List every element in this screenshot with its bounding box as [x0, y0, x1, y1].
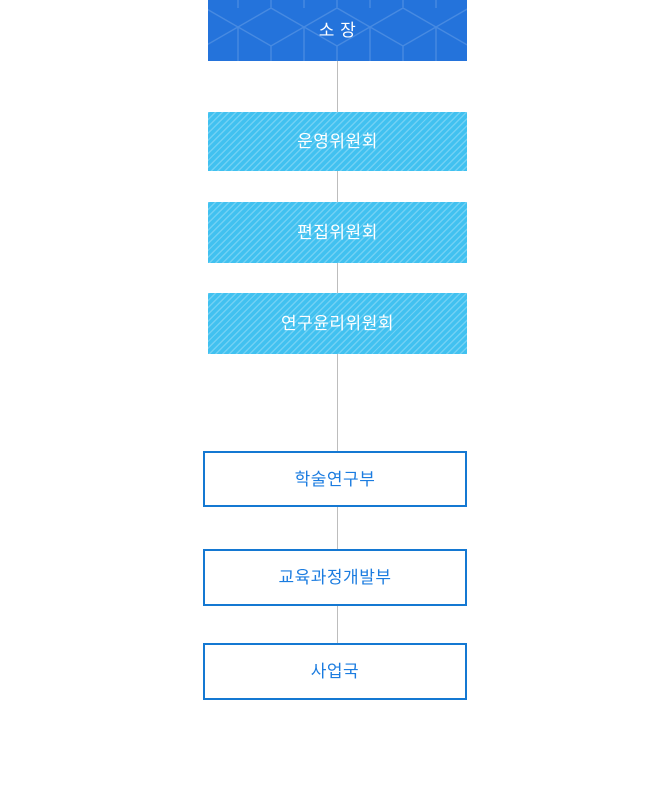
- connector-line: [337, 61, 338, 112]
- org-node-label: 편집위원회: [297, 223, 378, 242]
- org-node-director: 소 장: [208, 0, 467, 61]
- org-node-curriculum-development-dept: 교육과정개발부: [203, 549, 467, 606]
- org-node-label: 학술연구부: [294, 469, 376, 489]
- connector-line: [337, 263, 338, 293]
- connector-line: [337, 354, 338, 451]
- org-node-business-bureau: 사업국: [203, 643, 467, 700]
- org-node-steering-committee: 운영위원회: [208, 112, 467, 171]
- org-node-academic-research-dept: 학술연구부: [203, 451, 467, 507]
- org-node-label: 소 장: [318, 21, 357, 40]
- connector-line: [337, 606, 338, 643]
- cube-pattern-background: [208, 0, 467, 61]
- connector-line: [337, 171, 338, 202]
- org-node-editorial-committee: 편집위원회: [208, 202, 467, 263]
- connector-line: [337, 507, 338, 549]
- org-node-label: 교육과정개발부: [278, 568, 392, 587]
- org-node-research-ethics-committee: 연구윤리위원회: [208, 293, 467, 354]
- org-node-label: 사업국: [310, 662, 360, 681]
- org-node-label: 연구윤리위원회: [281, 314, 394, 333]
- org-node-label: 운영위원회: [297, 132, 378, 151]
